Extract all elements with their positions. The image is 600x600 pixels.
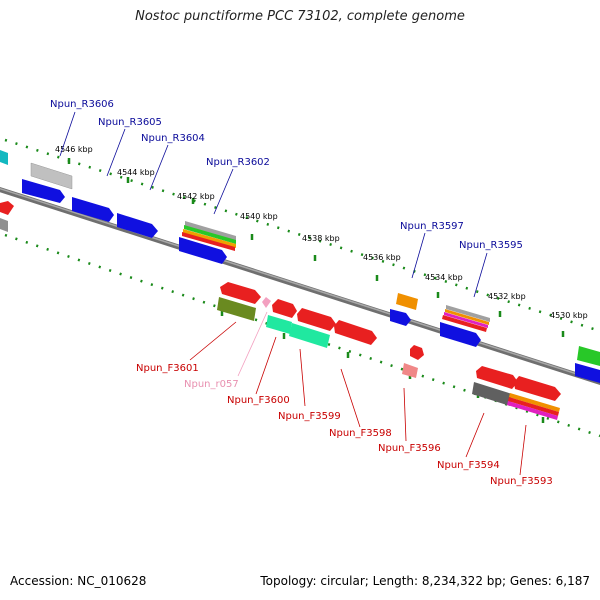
- forward-gene-labels: Npun_F3601 Npun_r057 Npun_F3600 Npun_F35…: [136, 363, 553, 487]
- tick-label-4542: 4542 kbp: [177, 192, 215, 201]
- tick-label-4532: 4532 kbp: [488, 292, 526, 301]
- gene-label-npun-r3604: Npun_R3604: [141, 133, 205, 144]
- gene-block[interactable]: [390, 309, 411, 326]
- gene-block[interactable]: [297, 308, 336, 331]
- forward-strand-features: [0, 201, 561, 420]
- accession-text: Accession: NC_010628: [10, 574, 147, 588]
- tick-label-4544: 4544 kbp: [117, 168, 155, 177]
- gene-label-npun-r3595: Npun_R3595: [459, 240, 523, 251]
- gene-label-npun-f3600: Npun_F3600: [227, 395, 290, 406]
- gene-block[interactable]: [72, 197, 114, 222]
- gene-block[interactable]: [289, 323, 330, 348]
- gene-block[interactable]: [0, 218, 8, 232]
- gene-label-npun-f3594: Npun_F3594: [437, 460, 500, 471]
- tick-label-4538: 4538 kbp: [302, 234, 340, 243]
- gene-label-npun-f3598: Npun_F3598: [329, 428, 392, 439]
- gene-block[interactable]: [444, 312, 488, 328]
- tick-label-4530: 4530 kbp: [550, 311, 588, 320]
- gene-block[interactable]: [184, 225, 236, 244]
- gene-block[interactable]: [334, 320, 377, 345]
- reverse-leader-lines: [59, 111, 488, 298]
- gene-block[interactable]: [30, 162, 73, 190]
- gene-block[interactable]: [445, 309, 489, 325]
- map-title: Nostoc punctiforme PCC 73102, complete g…: [135, 9, 465, 24]
- gene-label-npun-f3593: Npun_F3593: [490, 476, 553, 487]
- gene-block[interactable]: [22, 179, 65, 203]
- tick-label-4536: 4536 kbp: [363, 253, 401, 262]
- gene-block[interactable]: [266, 315, 292, 334]
- gene-block[interactable]: [440, 322, 481, 347]
- gene-block[interactable]: [402, 363, 418, 378]
- gene-block[interactable]: [185, 221, 236, 241]
- gene-label-npun-r3605: Npun_R3605: [98, 117, 162, 128]
- gene-block[interactable]: [0, 201, 14, 215]
- gene-block[interactable]: [217, 297, 256, 321]
- gene-block[interactable]: [509, 393, 560, 412]
- kbp-tick-labels: 4546 kbp 4544 kbp 4542 kbp 4540 kbp 4538…: [55, 145, 588, 320]
- gene-block[interactable]: [508, 397, 559, 416]
- gene-block[interactable]: [446, 305, 490, 322]
- gene-label-npun-f3599: Npun_F3599: [278, 411, 341, 422]
- gene-block[interactable]: [577, 346, 600, 366]
- reverse-strand-features: [0, 150, 600, 383]
- gene-block[interactable]: [472, 382, 512, 406]
- gene-block[interactable]: [410, 345, 424, 360]
- gene-block[interactable]: [396, 293, 418, 310]
- gene-block[interactable]: [0, 150, 8, 165]
- gene-block[interactable]: [575, 363, 600, 383]
- gene-block[interactable]: [179, 237, 227, 264]
- tick-label-4540: 4540 kbp: [240, 212, 278, 221]
- gene-label-npun-r3606: Npun_R3606: [50, 99, 114, 110]
- gene-block[interactable]: [514, 376, 561, 401]
- genome-backbone: [0, 186, 600, 386]
- tick-label-4534: 4534 kbp: [425, 273, 463, 282]
- gene-label-npun-r3602: Npun_R3602: [206, 157, 270, 168]
- gene-block[interactable]: [442, 315, 487, 332]
- gene-label-npun-f3601: Npun_F3601: [136, 363, 199, 374]
- gene-label-npun-r3597: Npun_R3597: [400, 221, 464, 232]
- gene-block[interactable]: [183, 229, 236, 248]
- tick-label-4546: 4546 kbp: [55, 145, 93, 154]
- gene-block[interactable]: [220, 282, 261, 304]
- gene-block[interactable]: [507, 401, 558, 420]
- gene-block[interactable]: [476, 366, 518, 389]
- topology-text: Topology: circular; Length: 8,234,322 bp…: [260, 574, 590, 588]
- gene-block[interactable]: [262, 297, 271, 308]
- gene-block[interactable]: [272, 299, 297, 318]
- reverse-gene-labels: Npun_R3606 Npun_R3605 Npun_R3604 Npun_R3…: [50, 99, 523, 251]
- gene-block[interactable]: [117, 213, 158, 238]
- gene-block[interactable]: [182, 232, 235, 251]
- gene-label-npun-f3596: Npun_F3596: [378, 443, 441, 454]
- upper-major-ticks: [67, 158, 565, 337]
- gene-label-npun-r057: Npun_r057: [184, 379, 239, 390]
- forward-leader-lines: [189, 311, 527, 476]
